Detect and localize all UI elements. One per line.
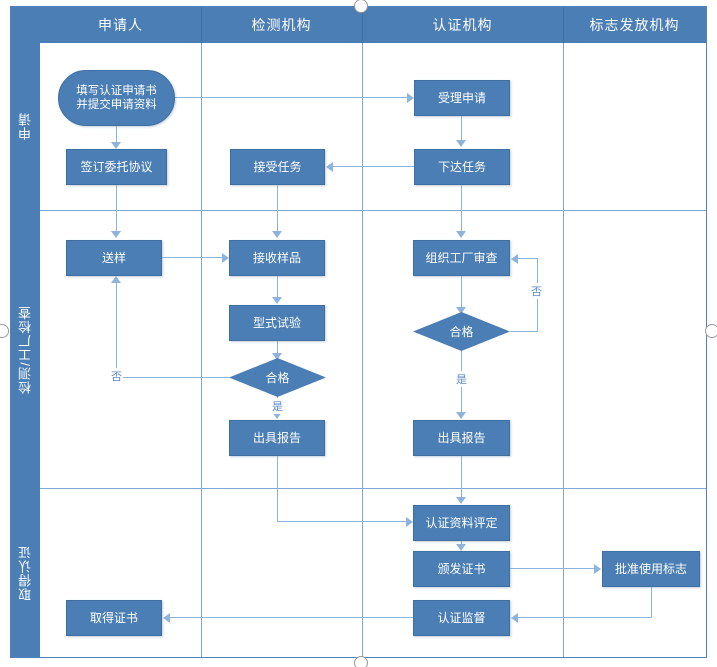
decision-factory-qualified[interactable]: 合格 [413, 312, 510, 351]
edge-n1-n3 [116, 125, 117, 143]
edge-n2-n5 [461, 115, 462, 141]
node-label-line1: 填写认证申请书 [76, 84, 157, 97]
edge-n6-n7-arrow [222, 253, 229, 263]
edge-n4-n7 [277, 185, 278, 232]
edge-n4-n7-arrow [272, 231, 282, 238]
column-divider-2 [362, 43, 363, 657]
node-fill-application-form[interactable]: 填写认证申请书 并提交申请资料 [58, 70, 175, 126]
edge-n10-n12-arrow [272, 412, 282, 419]
edge-n5-n8 [461, 185, 462, 232]
edge-n3-n6-arrow [111, 231, 121, 238]
edge-n1-n2-arrow [407, 93, 414, 103]
node-receive-sample[interactable]: 接收样品 [229, 240, 325, 276]
node-certification-supervision[interactable]: 认证监督 [413, 600, 510, 636]
edge-n10-fail [116, 377, 230, 378]
edge-n15-n16 [510, 568, 595, 569]
edge-n11-fail-h [510, 331, 537, 332]
edge-n8-n11-arrow [456, 307, 466, 314]
node-issue-report-certification[interactable]: 出具报告 [413, 420, 510, 456]
decision-testing-qualified[interactable]: 合格 [229, 358, 326, 397]
page-handle-bottom[interactable] [354, 656, 368, 667]
column-header-testing: 检测机构 [251, 17, 312, 33]
node-obtain-certificate[interactable]: 取得证书 [66, 600, 162, 636]
edge-n14-n15-arrow [456, 544, 466, 551]
node-sign-agreement[interactable]: 签订委托协议 [66, 149, 167, 185]
column-divider-3 [563, 43, 564, 657]
edge-n7-n9 [277, 275, 278, 298]
edge-n17-n18-arrow [163, 613, 170, 623]
header-sep-3 [563, 7, 564, 43]
row-label-obtain-cert: 取得认证 [18, 545, 33, 601]
node-issue-certificate[interactable]: 颁发证书 [413, 551, 510, 587]
page-handle-top[interactable] [354, 0, 368, 13]
decision-label: 合格 [265, 371, 290, 385]
edge-n12-n14-arrow [406, 517, 413, 527]
node-accept-task[interactable]: 接受任务 [230, 149, 325, 185]
edge-n16-n17 [518, 617, 652, 618]
edge-n9-n10-arrow [272, 353, 282, 360]
edge-n2-n5-arrow [456, 140, 466, 147]
edge-n1-n3-arrow [111, 142, 121, 149]
edge-n12-down [277, 455, 278, 521]
edge-label-testing-pass: 是 [271, 398, 284, 414]
edge-n13-n14 [461, 455, 462, 498]
edge-label-testing-fail: 否 [110, 368, 123, 384]
edge-n13-n14-arrow [456, 497, 466, 504]
edge-n3-n6 [116, 185, 117, 232]
node-assign-task[interactable]: 下达任务 [414, 149, 510, 185]
row-label-testing-factory: 检测/工厂检查 [18, 305, 33, 394]
decision-label: 合格 [449, 325, 474, 339]
node-issue-report-testing[interactable]: 出具报告 [229, 420, 325, 456]
node-evaluate-certification-docs[interactable]: 认证资料评定 [413, 505, 510, 541]
column-header-applicant: 申请人 [98, 17, 143, 33]
edge-n16-n17-arrow [511, 613, 518, 623]
column-header-certification: 认证机构 [432, 17, 493, 33]
edge-n5-n8-arrow [456, 231, 466, 238]
row-divider-1 [40, 210, 706, 211]
page-handle-left[interactable] [0, 324, 9, 338]
row-divider-2 [40, 488, 706, 489]
node-type-test[interactable]: 型式试验 [229, 305, 325, 341]
edge-n12-n14 [277, 521, 408, 522]
edge-n6-n7 [162, 257, 224, 258]
edge-n16-down [651, 586, 652, 617]
header-sep-2 [362, 7, 363, 43]
edge-n8-n11 [461, 275, 462, 308]
header-sep-1 [201, 7, 202, 43]
edge-n11-fail-arrow [511, 254, 518, 264]
edge-n10-fail-arrow [111, 276, 121, 283]
column-header-mark-issuing: 标志发放机构 [589, 17, 680, 33]
node-approve-mark-use[interactable]: 批准使用标志 [602, 551, 700, 587]
page-handle-right[interactable] [705, 324, 717, 338]
edge-n10-fail-up [116, 283, 117, 378]
edge-n5-n4 [331, 166, 415, 167]
edge-n1-n2 [175, 97, 409, 98]
edge-label-factory-pass: 是 [455, 371, 468, 387]
edge-label-factory-fail: 否 [530, 283, 543, 299]
edge-n14-n15 [461, 540, 462, 545]
node-organize-factory-audit[interactable]: 组织工厂审查 [413, 240, 510, 276]
edge-n15-n16-arrow [594, 564, 601, 574]
edge-n11-n13-arrow [456, 412, 466, 419]
row-label-application: 申请 [18, 112, 33, 141]
lane-label-strip [11, 7, 40, 657]
edge-n5-n4-arrow [326, 162, 333, 172]
column-divider-1 [201, 43, 202, 657]
edge-n11-fail-back [518, 258, 538, 259]
node-send-sample[interactable]: 送样 [66, 240, 162, 276]
edge-n9-n10 [277, 340, 278, 354]
edge-n17-n18 [170, 617, 414, 618]
node-accept-application[interactable]: 受理申请 [414, 80, 510, 116]
node-label-line2: 并提交申请资料 [76, 99, 157, 111]
column-header-band [40, 7, 706, 43]
edge-n7-n9-arrow [272, 297, 282, 304]
